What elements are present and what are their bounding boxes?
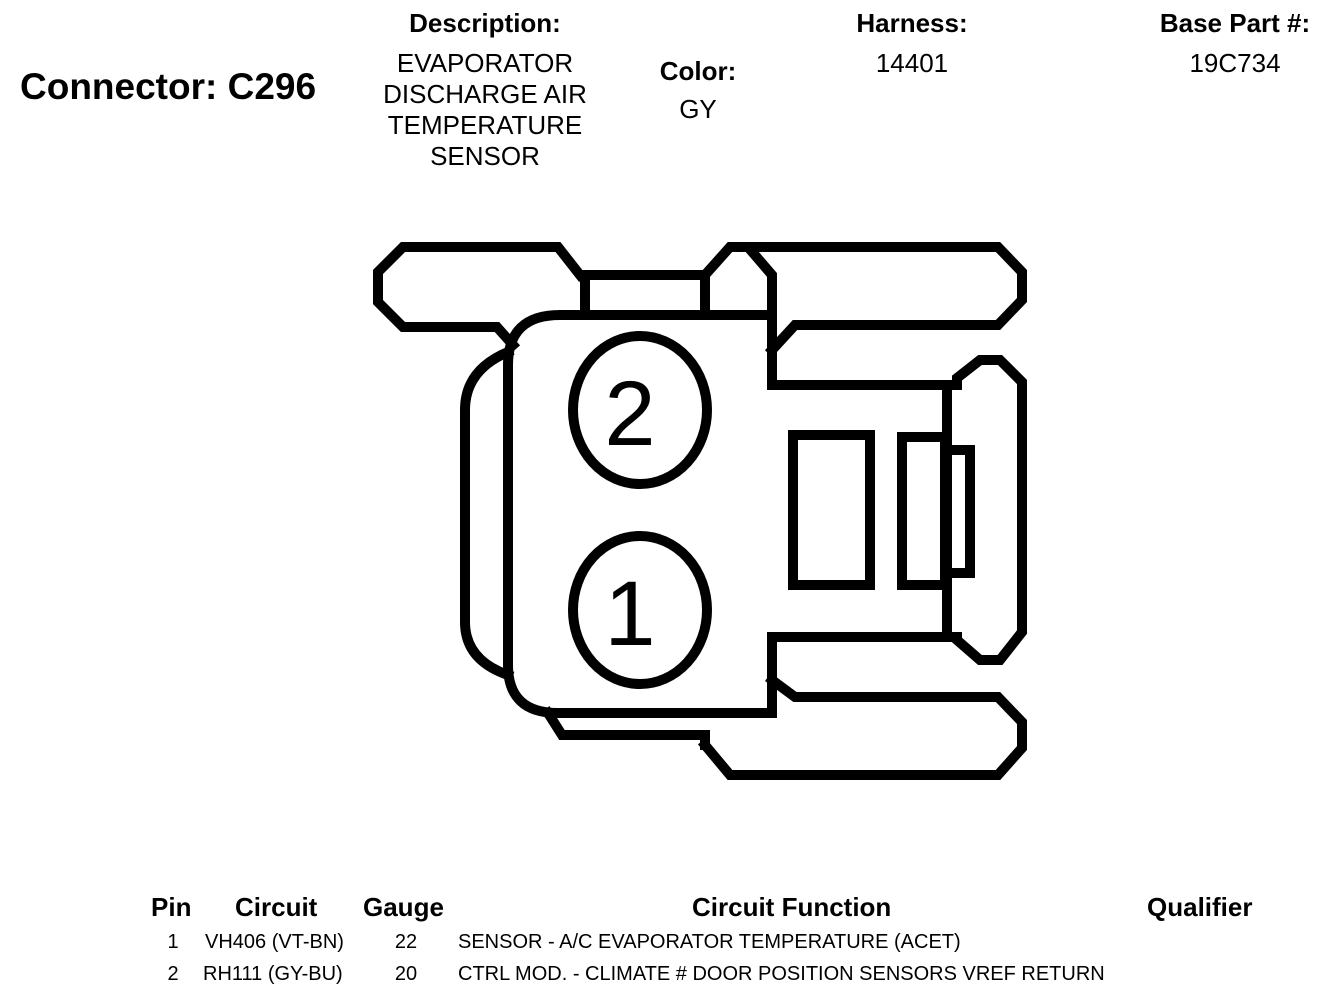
table-header-pin: Pin [151, 892, 192, 922]
color-label: Color: [659, 56, 737, 86]
key-slot-left [788, 430, 875, 590]
table-cell-pin: 2 [167, 963, 179, 985]
table-cell-pin: 1 [167, 931, 179, 953]
table-cell-gauge: 22 [394, 931, 418, 953]
pin-cavity-2 [568, 331, 712, 489]
color-value: GY [679, 94, 717, 124]
base-part-label: Base Part #: [1159, 8, 1311, 38]
table-header-qualifier: Qualifier [1147, 892, 1253, 922]
table-cell-function: CTRL MOD. - CLIMATE # DOOR POSITION SENS… [458, 963, 1105, 985]
pin-cavity-1 [568, 531, 712, 689]
bottom-strip [541, 706, 710, 750]
top-left-latch [373, 242, 588, 353]
description-value: EVAPORATOR DISCHARGE AIR TEMPERATURE SEN… [335, 48, 635, 172]
table-header-gauge: Gauge [363, 892, 444, 922]
description-line: DISCHARGE AIR [383, 79, 587, 109]
table-header-circuit: Circuit [235, 892, 318, 922]
left-lock-ridge [460, 345, 515, 682]
harness-label: Harness: [856, 8, 968, 38]
description-label: Description: [409, 8, 561, 38]
connector-title: Connector: C296 [20, 66, 317, 107]
key-slot-right [897, 432, 950, 590]
top-center-tab [580, 270, 710, 315]
description-line: SENSOR [430, 141, 540, 171]
description-line: TEMPERATURE [387, 110, 583, 140]
table-cell-circuit: RH111 (GY-BU) [203, 963, 343, 985]
table-cell-gauge: 20 [394, 963, 418, 985]
table-cell-function: SENSOR - A/C EVAPORATOR TEMPERATURE (ACE… [458, 931, 961, 953]
table-cell-circuit: VH406 (VT-BN) [205, 931, 344, 953]
pin-label-1: 1 [604, 563, 655, 665]
connector-body [503, 310, 952, 718]
pin-label-2: 2 [604, 363, 655, 465]
base-part-value: 19C734 [1189, 48, 1281, 78]
table-header-circuit-function: Circuit Function [692, 892, 892, 922]
description-line: EVAPORATOR [396, 48, 574, 78]
harness-value: 14401 [875, 48, 949, 78]
bottom-right-latch [697, 673, 1027, 780]
right-lock-tab [942, 355, 1027, 665]
top-right-notch [697, 242, 777, 320]
key-slot-inner [940, 445, 975, 578]
top-right-latch [743, 242, 1027, 358]
